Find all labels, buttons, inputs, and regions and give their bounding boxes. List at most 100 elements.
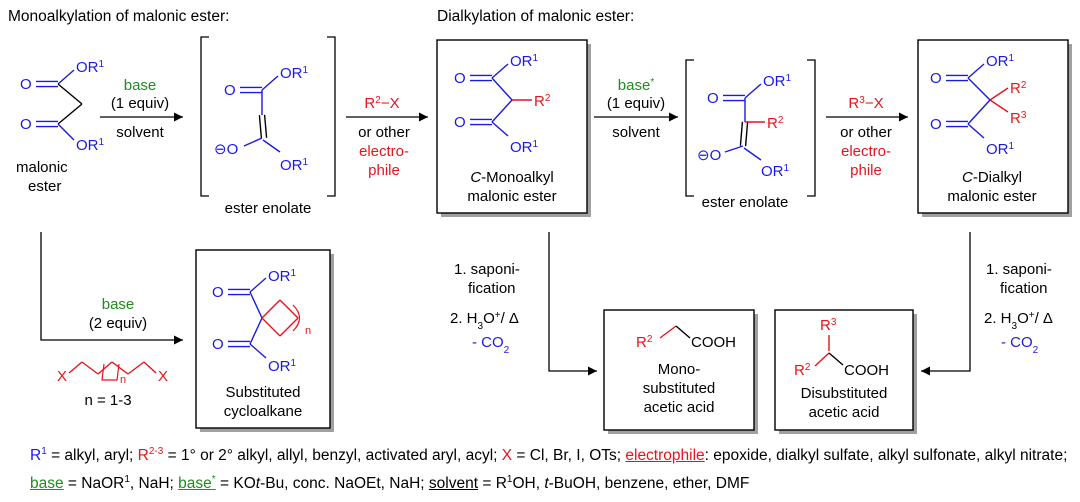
reagent-acid-heat: 2. H3O+/ Δ (984, 310, 1053, 332)
legend-r1: R1 (30, 446, 47, 465)
arrow-decarboxylation-mono (548, 232, 597, 376)
box-c-dialkyl (917, 39, 1069, 214)
reagent-electrophile: electro- (841, 143, 891, 160)
step-deprotonation: base(1 equiv)solvent (100, 77, 183, 141)
carboxylic-acid-group: COOH (691, 334, 736, 351)
bracket (807, 59, 816, 197)
reagent-base: base (124, 77, 157, 94)
legend-solvent: solvent (428, 475, 479, 493)
box-c-monoalkyl (436, 39, 588, 214)
label-mono-acid: Mono- (658, 361, 701, 378)
legend-base: base (30, 475, 64, 493)
reagent-or-other: or other (840, 124, 892, 141)
label-ester-enolate: ester enolate (225, 200, 312, 217)
reagent-saponification: 1. saponi- (986, 261, 1052, 278)
reagent-co2-loss: - CO2 (472, 334, 510, 356)
reagent-or-other: or other (358, 124, 410, 141)
step-deprotonation-2: base*(1 equiv) solvent (594, 77, 678, 141)
reagent-solvent: solvent (612, 124, 660, 141)
label-substituted-cycloalkane: cycloalkane (224, 403, 302, 420)
oxygen-atom: O (212, 284, 224, 301)
reagent-equiv: (1 equiv) (607, 95, 665, 112)
ester-group-or1: OR1 (280, 65, 309, 83)
ester-group-or1: OR1 (280, 157, 309, 175)
reagent-base-star: base* (618, 77, 655, 95)
ester-group-or1: OR1 (510, 53, 539, 71)
heading-monoalkylation: Monoalkylation of malonic ester: (8, 8, 229, 25)
oxygen-atom: O (454, 70, 466, 87)
oxygen-atom: O (212, 336, 224, 353)
label-mono-acid: substituted (643, 380, 716, 397)
repeat-bracket (101, 363, 120, 381)
label-c-monoalkyl: C-Monoalkyl (470, 169, 553, 186)
oxygen-atom: O (20, 76, 32, 93)
reagent-electrophile: electro- (359, 143, 409, 160)
label-c-dialkyl: malonic ester (947, 188, 1036, 205)
box-cycloalkane (195, 249, 331, 429)
ester-group-or1: OR1 (268, 268, 297, 286)
substituent-r3: R3 (1010, 110, 1027, 128)
ring-repeat-bracket (292, 304, 301, 332)
label-n-range: n = 1-3 (84, 392, 131, 409)
legend-electrophile: electrophile (625, 447, 705, 465)
oxygen-atom: O (930, 70, 942, 87)
step-alkylation-1: R2−X or other electro-phile (346, 95, 428, 179)
heading-dialkylation: Dialkylation of malonic ester: (437, 8, 634, 25)
substituent-r2: R2 (794, 362, 811, 380)
reagent-saponification: fication (1000, 280, 1048, 297)
legend-r23: R2-3 (137, 446, 164, 465)
ester-group-or1: OR1 (76, 59, 105, 77)
ester-group-or1: OR1 (986, 53, 1015, 71)
reagent-electrophile: phile (368, 162, 400, 179)
reagent-electrophile: phile (850, 162, 882, 179)
box-di-acid (774, 309, 914, 431)
reagent-solvent: solvent (116, 124, 164, 141)
substituent-r2: R2 (767, 115, 784, 133)
ester-group-or1: OR1 (76, 137, 105, 155)
substituent-r2: R2 (534, 93, 551, 111)
legend-x: X (501, 447, 513, 465)
repeat-n: n (120, 374, 126, 386)
substituent-r2: R2 (1010, 80, 1027, 98)
ester-group-or1: OR1 (268, 358, 297, 376)
label-malonic-ester: malonic (16, 159, 68, 176)
oxygen-atom: O (707, 90, 719, 107)
reagent-co2-loss: - CO2 (1001, 334, 1039, 356)
substituent-r2: R2 (636, 334, 653, 352)
halogen-x: X (57, 368, 67, 385)
oxygen-atom: O (930, 116, 942, 133)
ester-group-or1: OR1 (510, 139, 539, 157)
arrow-cycloalkylation (40, 232, 183, 345)
label-substituted-cycloalkane: Substituted (225, 384, 300, 401)
arrow-decarboxylation-di (921, 232, 971, 376)
ester-group-or1: OR1 (761, 163, 790, 181)
halogen-x: X (158, 368, 168, 385)
label-c-dialkyl: C-Dialkyl (962, 169, 1022, 186)
oxygen-atom: O (20, 116, 32, 133)
label-c-monoalkyl: malonic ester (467, 188, 556, 205)
reagent-saponification: 1. saponi- (454, 261, 520, 278)
box-mono-acid (603, 309, 755, 431)
carboxylic-acid-group: COOH (844, 362, 889, 379)
label-mono-acid: acetic acid (644, 399, 715, 416)
reagent-r2x: R2−X (364, 95, 399, 113)
enolate-oxygen: ⊖O (697, 147, 721, 164)
enolate-oxygen: ⊖O (214, 141, 238, 158)
label-ester-enolate: ester enolate (702, 194, 789, 211)
step-alkylation-2: R3−X or other electro-phile (826, 95, 908, 179)
oxygen-atom: O (454, 114, 466, 131)
legend: R1 = alkyl, aryl; R2-3 = 1° or 2° alkyl,… (30, 446, 1068, 493)
reagent-r3x: R3−X (848, 95, 883, 113)
bracket (685, 59, 694, 197)
substituent-r3: R3 (820, 317, 837, 335)
oxygen-atom: O (224, 82, 236, 99)
reagent-equiv: (2 equiv) (89, 315, 147, 332)
bracket (327, 36, 336, 197)
